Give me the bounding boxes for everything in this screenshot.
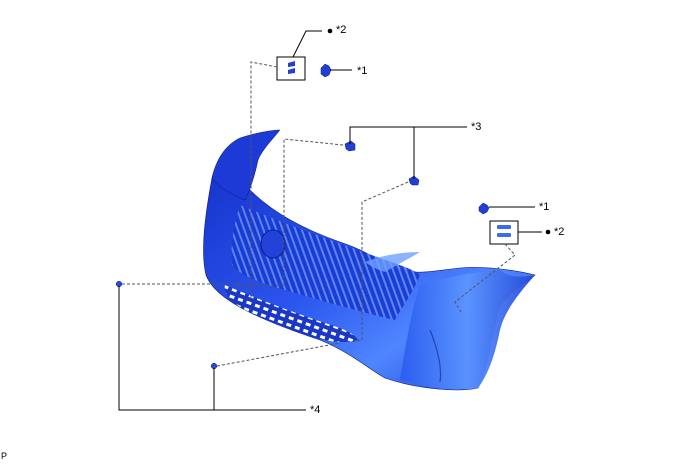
bullet-icon: [545, 229, 551, 235]
front-bumper: [203, 129, 536, 391]
clip-icon: [320, 63, 332, 78]
callout-label-4: *4: [310, 404, 321, 416]
leader-lines: [118, 30, 542, 411]
callout-label-2-top: *2: [336, 24, 347, 36]
callout-label-1-right: *1: [539, 201, 550, 213]
clip-icon: [478, 202, 490, 215]
callout-label-2-right: *2: [554, 226, 565, 238]
figure-code: P: [1, 451, 8, 461]
guide-lines: [122, 61, 516, 367]
callout-label-3: *3: [471, 121, 482, 133]
tape-clip-box: [489, 220, 519, 245]
callout-label-1-top: *1: [357, 65, 368, 77]
bullet-icon: [327, 28, 333, 34]
retainer-icon: [344, 140, 420, 186]
tape-clip-box: [276, 56, 306, 81]
screw-icon: [115, 280, 218, 370]
